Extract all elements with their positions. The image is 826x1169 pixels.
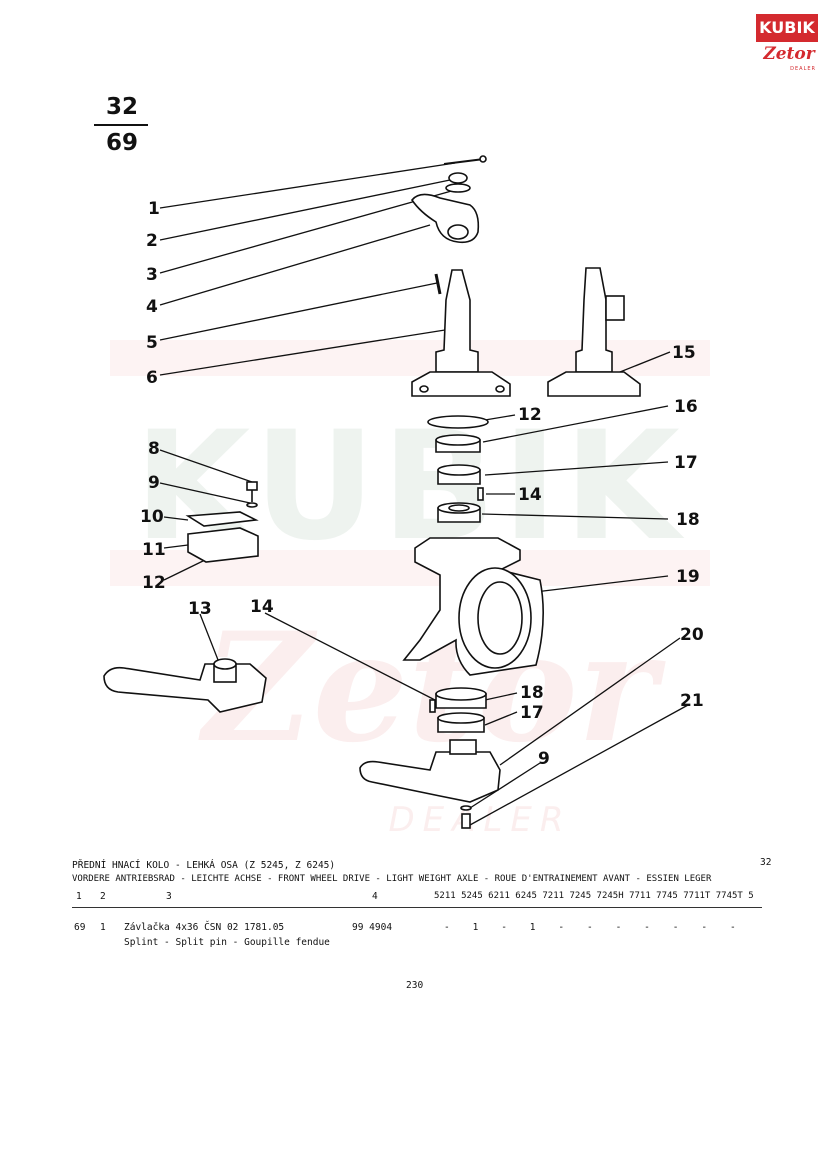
callout-18: 18 bbox=[676, 510, 700, 530]
callout-18: 18 bbox=[520, 683, 544, 703]
callout-12: 12 bbox=[518, 405, 542, 425]
callout-2: 2 bbox=[146, 231, 158, 251]
callout-4: 4 bbox=[146, 297, 158, 317]
callout-8: 8 bbox=[148, 439, 160, 459]
section-number: 32 bbox=[760, 857, 772, 868]
part-quantity: 1 bbox=[100, 922, 106, 933]
callout-17: 17 bbox=[520, 703, 544, 723]
column-header-3: 3 bbox=[166, 891, 172, 902]
callout-12: 12 bbox=[142, 573, 166, 593]
part-number: 99 4904 bbox=[352, 922, 393, 933]
callout-21: 21 bbox=[680, 691, 704, 711]
header-rule bbox=[72, 907, 762, 908]
caption-title-multilingual: VORDERE ANTRIEBSRAD - LEICHTE ACHSE - FR… bbox=[72, 874, 712, 884]
callout-10: 10 bbox=[140, 507, 164, 527]
page-ref-numerator: 32 bbox=[105, 94, 138, 120]
column-header-4: 4 bbox=[372, 891, 378, 902]
logo-zetor-text: Zetor bbox=[763, 44, 815, 64]
part-name-translated: Splint - Split pin - Goupille fendue bbox=[124, 937, 330, 948]
callout-13: 13 bbox=[188, 599, 212, 619]
column-header-2: 2 bbox=[100, 891, 106, 902]
callout-16: 16 bbox=[674, 397, 698, 417]
page-number: 230 bbox=[406, 980, 424, 991]
caption-title-cz: PŘEDNÍ HNACÍ KOLO - LEHKÁ OSA (Z 5245, Z… bbox=[72, 860, 336, 871]
part-applicability: - 1 - 1 - - - - - - - bbox=[444, 922, 736, 933]
callout-14: 14 bbox=[250, 597, 274, 617]
model-columns: 5211 5245 6211 6245 7211 7245 7245H 7711… bbox=[434, 891, 754, 901]
page-ref-fraction-bar bbox=[94, 124, 148, 126]
part-position: 69 bbox=[74, 922, 86, 933]
callout-9: 9 bbox=[538, 749, 550, 769]
exploded-parts-diagram: 1 2 3 4 5 6 8 9 10 11 12 12 13 14 14 15 … bbox=[103, 155, 704, 829]
logo-dealer-text: DEALER bbox=[790, 66, 816, 72]
callout-14: 14 bbox=[518, 485, 542, 505]
callout-20: 20 bbox=[680, 625, 704, 645]
leader-lines bbox=[159, 162, 689, 826]
part-name-cz: Závlačka 4x36 ČSN 02 1781.05 bbox=[124, 922, 285, 933]
callout-3: 3 bbox=[146, 265, 158, 285]
callout-1: 1 bbox=[148, 199, 160, 219]
callout-6: 6 bbox=[146, 368, 158, 388]
watermark-dealer: DEALER bbox=[388, 800, 572, 840]
logo-red-band bbox=[756, 14, 818, 42]
callout-5: 5 bbox=[146, 333, 158, 353]
callout-labels: 1 2 3 4 5 6 8 9 10 11 12 12 13 14 14 15 … bbox=[140, 199, 704, 769]
callout-11: 11 bbox=[142, 540, 166, 560]
callout-15: 15 bbox=[672, 343, 696, 363]
callout-9: 9 bbox=[148, 473, 160, 493]
column-header-1: 1 bbox=[76, 891, 82, 902]
page-ref-denominator: 69 bbox=[105, 130, 138, 156]
callout-19: 19 bbox=[676, 567, 700, 587]
part-drawings bbox=[103, 155, 641, 829]
kubik-zetor-logo: KUBIK Zetor DEALER bbox=[756, 14, 818, 74]
callout-17: 17 bbox=[674, 453, 698, 473]
logo-kubik-text: KUBIK bbox=[759, 18, 815, 37]
